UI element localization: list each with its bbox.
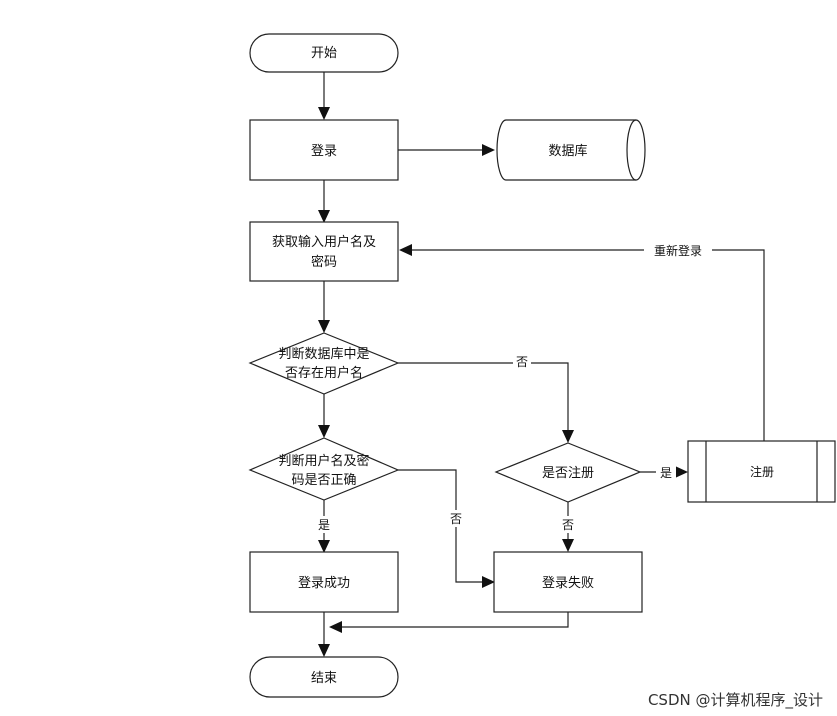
start-label: 开始 [311,46,337,61]
database-label: 数据库 [548,143,587,159]
arrow-head [318,320,330,333]
register-question-decision: 是否注册 [494,442,642,503]
register-question-label: 是否注册 [542,466,594,481]
arrow-head [318,210,330,223]
arrow-head [318,644,330,657]
arrow-head [562,430,574,443]
get-input-node: 获取输入用户名及 密码 [249,221,399,282]
password-wrong-label: 否 [450,512,462,526]
arrow-head [675,466,688,478]
arrow-head [318,425,330,438]
edge-checkpwd-fail [398,469,484,583]
check-password-label-line2: 码是否正确 [291,473,356,488]
login-label: 登录 [311,144,337,159]
arrow-head [562,539,574,552]
login-node: 登录 [249,119,399,181]
edge-fail-merge [340,612,569,628]
database-node: 数据库 [496,119,646,181]
relogin-label: 重新登录 [654,243,702,258]
get-input-label-line1: 获取输入用户名及 [272,234,376,250]
register-label: 注册 [750,464,774,479]
check-password-decision: 判断用户名及密 码是否正确 [248,437,400,501]
edge-register-relogin [410,249,765,441]
edge-checkuser-registerq [398,362,569,432]
login-fail-node: 登录失败 [493,551,643,613]
arrow-head [318,107,330,120]
check-user-decision: 判断数据库中是 否存在用户名 [248,332,400,395]
register-yes-label: 是 [660,466,672,480]
arrow-head [482,576,495,588]
login-fail-label: 登录失败 [542,576,594,591]
password-correct-label: 是 [318,518,330,532]
arrow-head [399,244,412,256]
arrow-head [482,144,495,156]
user-not-exist-label: 否 [516,355,528,369]
login-success-label: 登录成功 [298,576,350,591]
arrow-head [329,621,342,633]
arrow-head [318,540,330,553]
register-no-label: 否 [562,518,574,532]
watermark: CSDN @计算机程序_设计 [647,691,823,709]
login-success-node: 登录成功 [249,551,399,613]
edge-labels: 重新登录 否 是 否 是 否 [314,242,712,533]
check-password-label-line1: 判断用户名及密 [278,453,369,469]
end-node: 结束 [249,656,399,698]
register-process-node: 注册 [687,440,836,503]
start-node: 开始 [249,33,399,73]
check-user-label-line1: 判断数据库中是 [278,346,369,362]
check-user-label-line2: 否存在用户名 [285,365,363,381]
end-label: 结束 [311,671,337,686]
get-input-label-line2: 密码 [311,254,337,270]
